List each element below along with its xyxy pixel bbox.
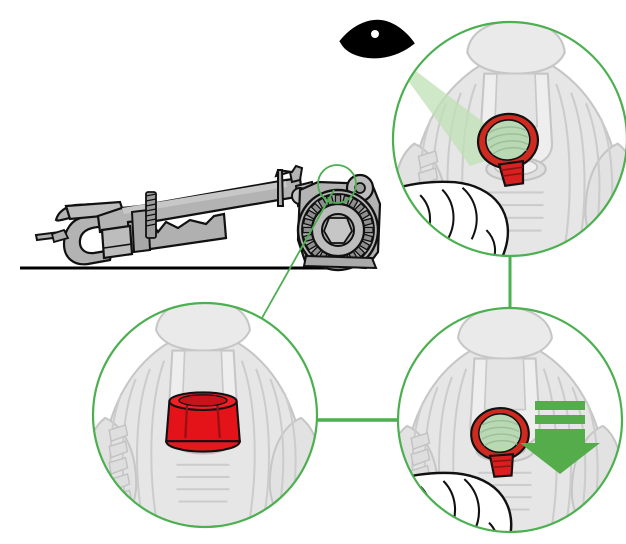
leader-line-to-detail — [252, 189, 335, 335]
detail-circle-insert-ring — [396, 306, 624, 534]
eye-icon — [339, 19, 415, 59]
breaker-hammer-side-view — [20, 164, 382, 272]
arrow-down-icon — [520, 401, 600, 474]
main-view-label: Breaker hammer, side view on ground — [0, 69, 269, 86]
detail-circle-installed — [91, 301, 319, 529]
trigger-lever — [50, 228, 70, 244]
detail-circle-insert — [396, 306, 624, 534]
focus-marker-on-dial — [317, 164, 357, 204]
engine-base-foot — [302, 254, 378, 270]
detail-circle-inspect-ring — [391, 20, 626, 258]
detail-circle-installed-ring — [91, 301, 319, 529]
red-plug-installed — [164, 391, 242, 453]
adjust-screw — [145, 191, 157, 239]
callout-markers — [252, 164, 512, 422]
detail-circle-inspect — [391, 20, 626, 258]
